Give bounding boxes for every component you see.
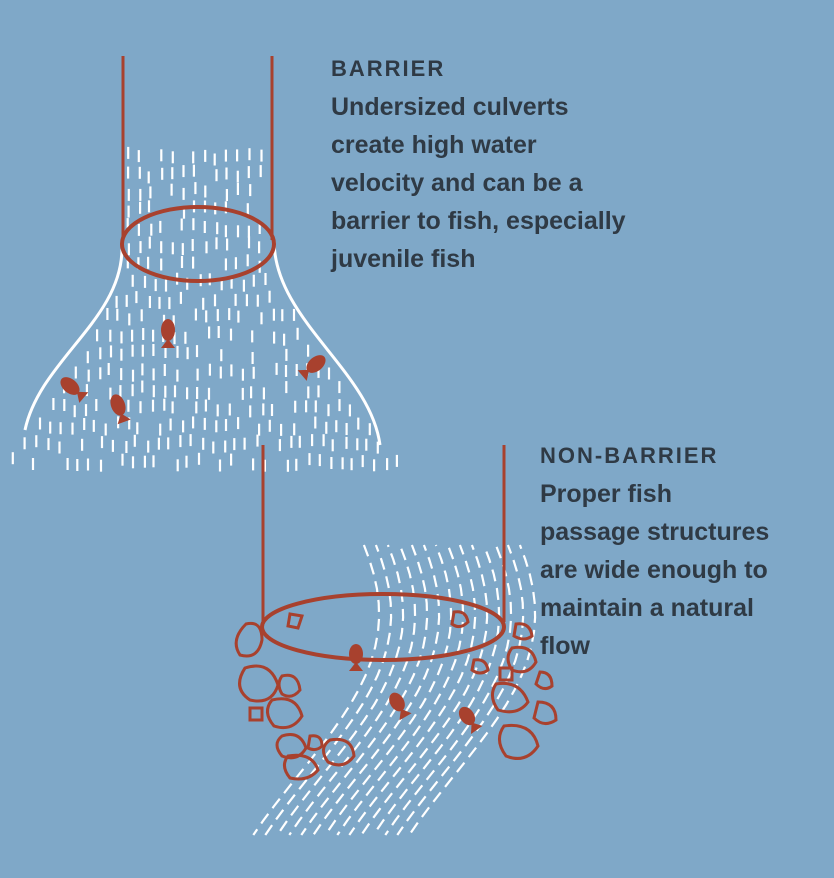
- non-barrier-label: NON-BARRIER Proper fish passage structur…: [540, 443, 830, 665]
- water-stream: [300, 544, 429, 836]
- water-stream: [312, 544, 441, 836]
- nonbarrier-culvert-opening: [260, 592, 506, 662]
- water-stream: [324, 544, 453, 836]
- non-barrier-heading: NON-BARRIER: [540, 443, 719, 468]
- fish-icon: [60, 377, 89, 403]
- barrier-heading: BARRIER: [331, 56, 446, 81]
- barrier-water-flow-icon: [11, 146, 398, 472]
- rock-icon: [234, 610, 558, 781]
- barrier-diagram: [11, 56, 398, 472]
- fish-icon: [349, 644, 363, 671]
- water-stream: [396, 544, 525, 836]
- non-barrier-diagram: [234, 445, 558, 836]
- water-stream: [384, 544, 513, 836]
- fish-icon: [110, 394, 131, 425]
- barrier-label: BARRIER Undersized culverts create high …: [331, 56, 691, 278]
- fish-icon: [161, 319, 175, 348]
- nonbarrier-water-flow-icon: [252, 544, 537, 836]
- water-stream: [408, 544, 537, 836]
- water-stream: [264, 544, 393, 836]
- non-barrier-description: Proper fish passage structures are wide …: [540, 480, 770, 660]
- barrier-description: Undersized culverts create high water ve…: [331, 93, 626, 273]
- barrier-spray-right-edge: [272, 239, 382, 446]
- water-stream: [252, 544, 381, 836]
- water-stream: [276, 544, 405, 836]
- water-stream: [348, 544, 477, 836]
- water-stream: [360, 544, 489, 836]
- barrier-culvert-opening: [120, 205, 276, 283]
- fish-icon: [297, 355, 326, 381]
- fish-icon: [458, 706, 483, 734]
- barrier-spray-left-edge: [23, 247, 124, 431]
- water-stream: [336, 544, 465, 836]
- fish-icon: [389, 692, 412, 721]
- water-stream: [372, 544, 501, 836]
